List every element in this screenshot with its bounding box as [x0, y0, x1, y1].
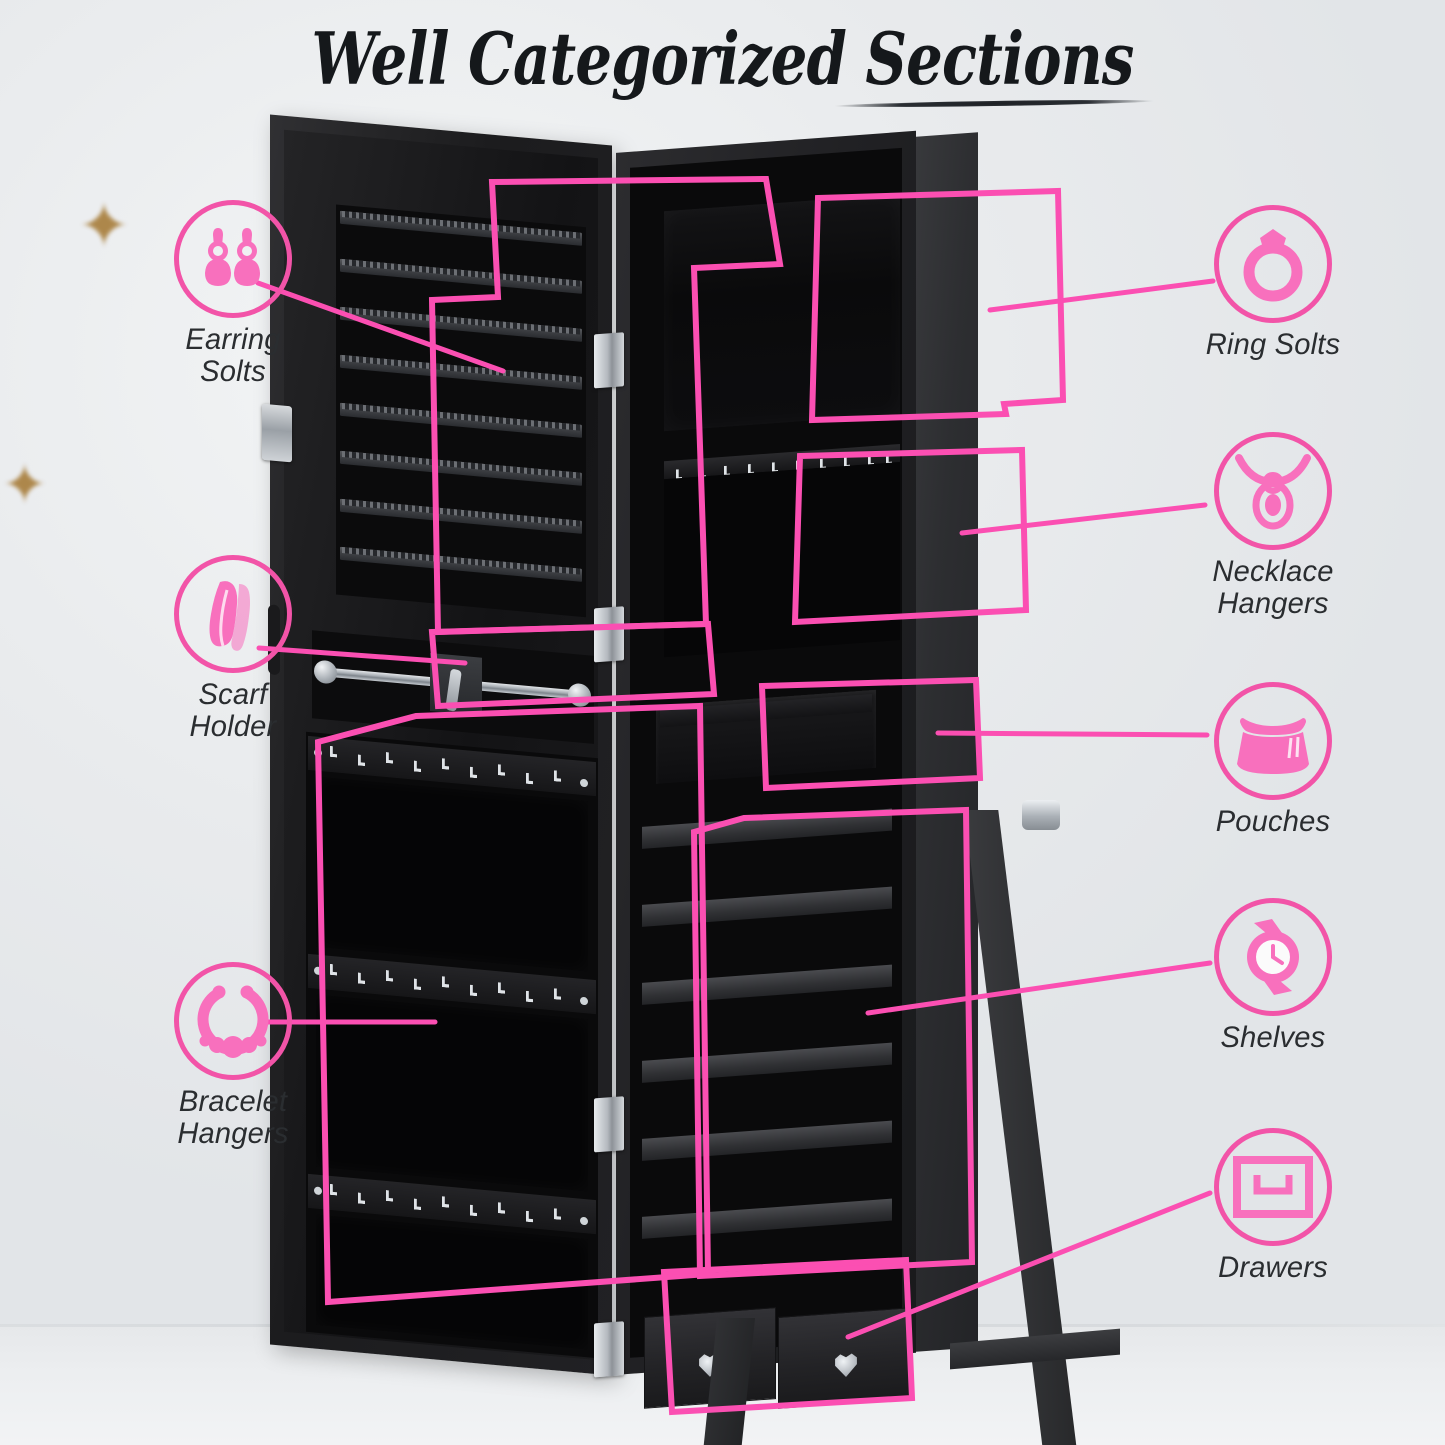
label-text-necklace-hangers: Necklace Hangers	[1212, 555, 1334, 620]
label-shelves[interactable]: Shelves	[1168, 898, 1378, 1054]
shelf	[642, 886, 892, 927]
drawer-icon	[1233, 1156, 1313, 1218]
label-text-scarf-holder: Scarf Holder	[189, 678, 277, 743]
bracelet-velvet-panel	[316, 776, 588, 972]
cabinet-interior	[630, 147, 912, 1409]
door-hinge	[594, 606, 624, 663]
product-photo	[250, 110, 1150, 1445]
ring-icon	[1243, 229, 1303, 302]
label-earring-slots[interactable]: Earring Solts	[128, 200, 338, 388]
bracelet-velvet-panel	[316, 1214, 588, 1350]
pouch-flap	[660, 694, 872, 728]
shelf	[642, 808, 892, 849]
earrings-icon	[205, 228, 260, 286]
drawer-icon-badge	[1214, 1128, 1332, 1246]
label-text-ring-slots: Ring Solts	[1205, 328, 1341, 361]
label-text-shelves: Shelves	[1220, 1021, 1326, 1054]
label-bracelet-hangers[interactable]: Bracelet Hangers	[128, 962, 338, 1150]
label-text-pouches: Pouches	[1215, 805, 1331, 838]
cabinet-front-opening	[616, 130, 916, 1409]
necklace-hangers-panel	[664, 461, 900, 658]
door-hinge	[594, 332, 624, 389]
label-ring-slots[interactable]: Ring Solts	[1168, 205, 1378, 361]
drawer[interactable]	[778, 1307, 912, 1409]
label-necklace-hangers[interactable]: Necklace Hangers	[1168, 432, 1378, 620]
scarf-icon	[209, 581, 250, 651]
pouch-icon	[1237, 718, 1309, 774]
title-block: Well Categorized Sections	[0, 16, 1445, 101]
necklace-icon	[1235, 454, 1311, 530]
shelf	[642, 1120, 892, 1161]
drawers-area	[644, 1297, 912, 1413]
pouch-icon-badge	[1214, 682, 1332, 800]
scarf-holder-panel	[312, 630, 594, 744]
bracelet-hangers-panel	[306, 731, 598, 1359]
label-drawers[interactable]: Drawers	[1168, 1128, 1378, 1284]
earrings-icon-badge	[174, 200, 292, 318]
label-text-bracelet-hangers: Bracelet Hangers	[177, 1085, 289, 1150]
scarf-icon-badge	[174, 555, 292, 673]
cabinet-body	[594, 107, 1028, 1409]
tilt-adjust-knob[interactable]	[1022, 800, 1060, 830]
bracelet-velvet-panel	[316, 994, 588, 1192]
shelf	[642, 964, 892, 1005]
door-hinge	[594, 1321, 624, 1378]
door-latch[interactable]	[262, 403, 292, 463]
shelf	[642, 1042, 892, 1083]
label-text-drawers: Drawers	[1218, 1251, 1328, 1284]
pouches-panel	[656, 689, 876, 784]
decorative-star: ✦	[2, 455, 48, 515]
necklace-icon-badge	[1214, 432, 1332, 550]
label-text-earring-slots: Earring Solts	[185, 323, 281, 388]
label-pouches[interactable]: Pouches	[1168, 682, 1378, 838]
shelf	[642, 1198, 892, 1239]
watch-icon	[1247, 919, 1299, 995]
earring-slots-panel	[336, 204, 586, 618]
bracelet-icon	[197, 985, 269, 1058]
drawer-handle-icon[interactable]	[833, 1352, 859, 1378]
ring-slots-panel	[664, 193, 900, 432]
watch-icon-badge	[1214, 898, 1332, 1016]
bracelet-icon-badge	[174, 962, 292, 1080]
scarf-rod-end-cap	[568, 682, 591, 708]
decorative-star: ✦	[78, 192, 130, 261]
shelves-area	[642, 808, 892, 1307]
label-scarf-holder[interactable]: Scarf Holder	[128, 555, 338, 743]
page-title: Well Categorized Sections	[311, 16, 1134, 101]
door-hinge	[594, 1096, 624, 1153]
ring-icon-badge	[1214, 205, 1332, 323]
